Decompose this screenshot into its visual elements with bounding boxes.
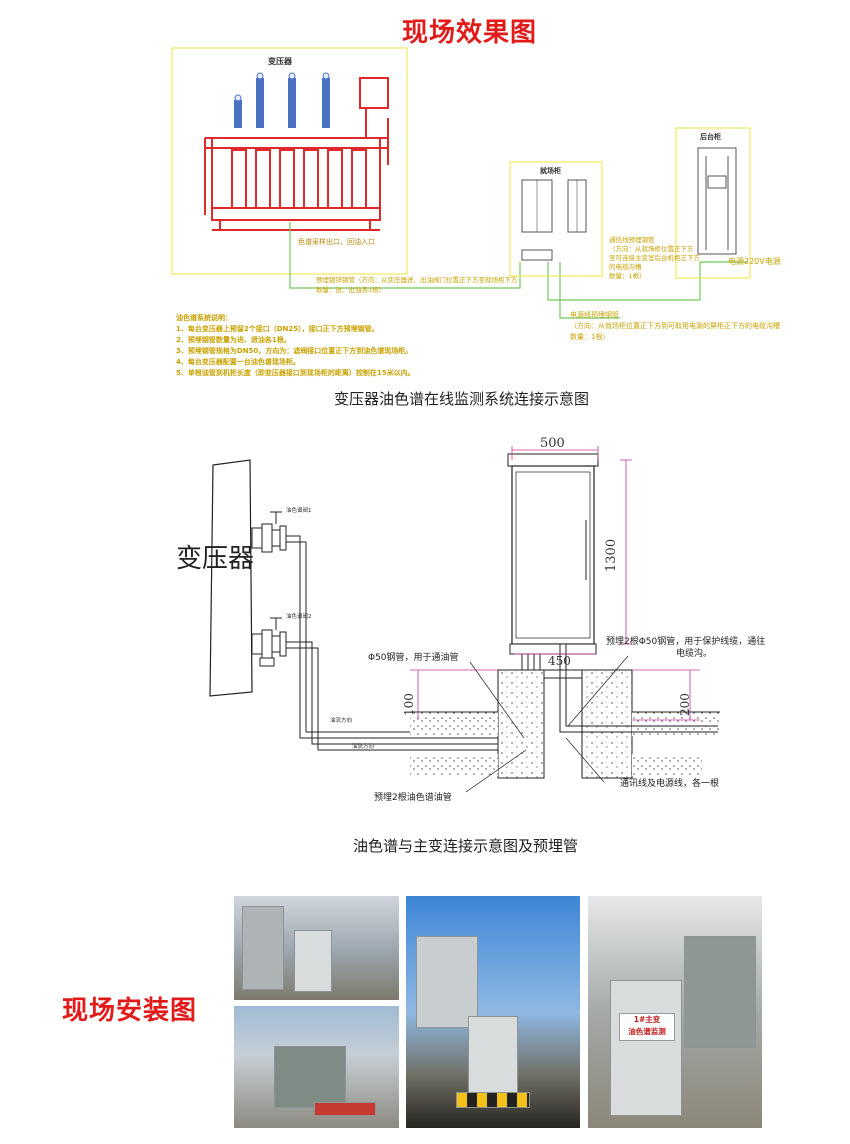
sign-line-2: 油色谱监测	[628, 1027, 666, 1036]
comm-pipe-note-line5: 数量：1根）	[609, 272, 646, 280]
power-pipe-note-line2: （方向：从就场柜位置正下方到可取用电源的屏柜正下方的电缆沟槽	[570, 322, 780, 330]
connection-diagram-svg	[171, 47, 751, 319]
valve-label-bottom: 油色谱阀2	[286, 614, 312, 620]
steel-pipe-note-line1: 预埋镀锌钢管（方向：从变压器进、出油阀门位置正下方至就场柜下方	[316, 276, 518, 284]
steel-pipe-note: 预埋镀锌钢管（方向：从变压器进、出油阀门位置正下方至就场柜下方 数量：进、出油各…	[316, 275, 518, 295]
right-pipe-note-line1: 预埋2根Φ50钢管，用于保护线缆，通往	[606, 637, 766, 647]
field-cabinet-label: 就场柜	[540, 167, 561, 175]
power-pipe-note-line3: 数量：1根）	[570, 333, 610, 341]
install-photo-1	[234, 896, 399, 1000]
transformer-label: 变压器	[268, 57, 292, 66]
photo-hazard-base	[456, 1092, 530, 1108]
dim-width: 500	[540, 436, 565, 451]
comm-pipe-note-line3: 至可连接主变室后台机柜正下方	[609, 254, 700, 262]
diagram1-caption: 变压器油色谱在线监测系统连接示意图	[334, 390, 590, 408]
power-pipe-note-line1: 电源线预埋钢管	[570, 311, 619, 319]
photo-red-barrier	[314, 1102, 376, 1116]
connection-diagram: 变压器 色谱采样出口，回油入口 就场柜 后台柜 预埋镀锌钢管（方向：从变压器进、…	[0, 0, 850, 420]
transformer-label-large: 变压器	[176, 544, 255, 574]
comm-pipe-note-line1: 通信线预埋钢管	[609, 236, 655, 244]
dim-base: 450	[548, 654, 571, 668]
power-pipe-note: 电源线预埋钢管 （方向：从就场柜位置正下方到可取用电源的屏柜正下方的电缆沟槽 数…	[570, 310, 780, 343]
photo-transformer	[416, 936, 478, 1028]
comm-pipe-note-line4: 的电缆沟槽	[609, 263, 642, 271]
dim-depth-left: 100	[402, 693, 416, 716]
comm-pipe-note-line2: （方向：从就场柜位置正下方	[609, 245, 694, 253]
bottom-port-note: 色谱采样出口，回油入口	[298, 238, 375, 246]
valve-label-top: 油色谱阀1	[286, 508, 312, 514]
photo-transformer	[242, 906, 284, 990]
site-effect-title: 现场效果图	[402, 18, 538, 48]
dim-height: 1300	[604, 538, 619, 572]
system-note-item: 5、单根油管到机柜长度（即变压器接口到现场柜的距离）控制在15米以内。	[176, 369, 415, 377]
system-notes: 油色谱系统说明： 1、每台变压器上预留2个接口（DN25），接口正下方预埋钢管。…	[176, 313, 415, 379]
dim-depth-right: 200	[678, 693, 692, 716]
system-note-item: 4、每台变压器配置一台油色谱现场柜。	[176, 358, 300, 366]
pipe-embed-diagram-svg	[209, 446, 720, 793]
photo-cabinet	[294, 930, 332, 992]
flow-out-label: 油流方向	[352, 744, 375, 750]
backstage-cabinet-label: 后台柜	[700, 133, 721, 141]
photo-transformer	[684, 936, 756, 1048]
system-notes-title: 油色谱系统说明：	[176, 314, 232, 322]
system-note-item: 2、预埋钢管数量为进、退油各1根。	[176, 336, 291, 344]
cabinet-sign: 1#主变 油色谱监测	[619, 1013, 675, 1041]
diagram2-caption: 油色谱与主变连接示意图及预埋管	[353, 837, 579, 855]
sign-line-1: 1#主变	[633, 1015, 661, 1024]
system-note-item: 1、每台变压器上预留2个接口（DN25），接口正下方预埋钢管。	[176, 325, 379, 333]
power-label: 电源220V电源	[728, 257, 781, 266]
photo-cabinet	[468, 1016, 518, 1094]
steel-pipe-note-line2: 数量：进、出油各1根）	[316, 286, 386, 294]
photo-transformer	[274, 1046, 346, 1108]
pipe-embed-diagram: 变压器 油色谱阀1 油色谱阀2 油流方向 油流方向 500 1300 450 1…	[0, 420, 850, 860]
flow-in-label: 油流方向	[330, 718, 353, 724]
system-note-item: 3、预埋钢管规格为DN50，方向为：滤阀接口位置正下方到油色谱现场柜。	[176, 347, 413, 355]
embed-oil-note: 预埋2根油色谱油管	[374, 793, 452, 803]
install-photo-4: 1#主变 油色谱监测	[588, 896, 762, 1128]
right-pipe-note: 预埋2根Φ50钢管，用于保护线缆，通往 电缆沟。	[606, 636, 765, 660]
install-photo-2	[234, 1006, 399, 1128]
photo-cabinet: 1#主变 油色谱监测	[610, 980, 682, 1116]
install-title: 现场安装图	[62, 996, 198, 1026]
right-pipe-note-line2: 电缆沟。	[676, 649, 713, 659]
comm-power-note: 通讯线及电源线，各一根	[620, 779, 720, 789]
comm-pipe-note: 通信线预埋钢管 （方向：从就场柜位置正下方 至可连接主变室后台机柜正下方 的电缆…	[609, 236, 700, 281]
install-photo-3	[406, 896, 580, 1128]
left-pipe-note: Φ50钢管，用于通油管	[368, 653, 459, 663]
